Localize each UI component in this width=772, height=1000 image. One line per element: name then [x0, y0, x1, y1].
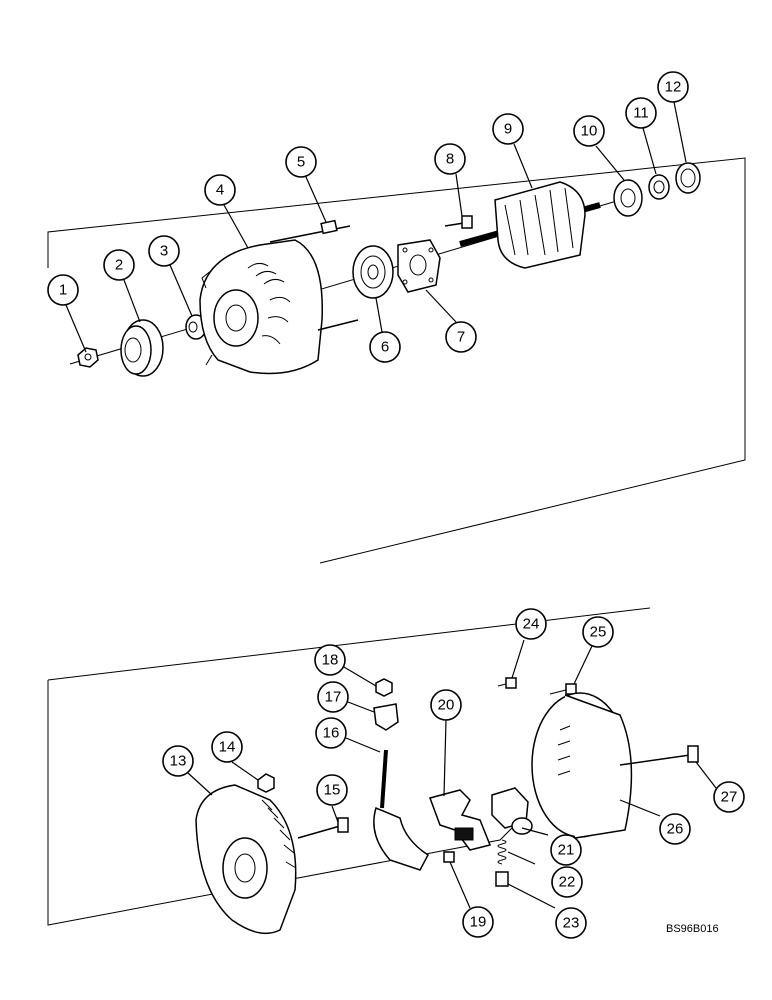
callout-3: 3	[148, 235, 180, 267]
svg-text:9: 9	[504, 121, 512, 138]
callout-14: 14	[211, 731, 243, 763]
rear-bearing-part	[613, 179, 643, 217]
callout-11: 11	[625, 97, 657, 129]
svg-text:6: 6	[381, 339, 389, 356]
callout-1: 1	[47, 274, 79, 306]
callout-15: 15	[316, 774, 348, 806]
svg-text:26: 26	[667, 821, 684, 838]
callout-2: 2	[103, 249, 135, 281]
callout-7: 7	[445, 321, 477, 353]
callout-8: 8	[434, 143, 466, 175]
svg-text:12: 12	[665, 79, 682, 96]
callout-6: 6	[369, 331, 401, 363]
callout-26: 26	[659, 813, 691, 845]
svg-text:4: 4	[216, 182, 224, 199]
stud-nut-part	[375, 678, 393, 697]
svg-text:10: 10	[581, 123, 598, 140]
svg-text:3: 3	[160, 243, 168, 260]
lower-panel-top-edge	[47, 607, 651, 681]
svg-text:25: 25	[590, 624, 607, 641]
terminal-nut-part	[257, 773, 275, 793]
callout-17: 17	[317, 681, 349, 713]
svg-text:1: 1	[59, 282, 67, 299]
svg-text:16: 16	[323, 725, 340, 742]
callout-16: 16	[315, 717, 347, 749]
svg-text:14: 14	[219, 739, 236, 756]
svg-text:27: 27	[721, 789, 738, 806]
insulator-part	[373, 703, 399, 731]
svg-text:22: 22	[559, 874, 576, 891]
through-bolt-part	[269, 219, 359, 331]
callout-18: 18	[314, 644, 346, 676]
callout-20: 20	[430, 689, 462, 721]
cover-bolt-part	[619, 745, 699, 766]
svg-text:17: 17	[325, 689, 342, 706]
screw-part	[444, 215, 473, 229]
figure-code: BS96B016	[666, 923, 719, 935]
callout-21: 21	[550, 834, 582, 866]
svg-text:21: 21	[558, 842, 575, 859]
end-frame-bolt-part	[297, 817, 349, 839]
callout-19: 19	[462, 906, 494, 938]
callout-10: 10	[573, 115, 605, 147]
terminal-stud-part	[380, 749, 388, 809]
callout-25: 25	[582, 616, 614, 648]
regulator-screw-part	[443, 851, 455, 863]
retainer-plate-part	[397, 239, 441, 293]
svg-text:15: 15	[324, 782, 341, 799]
svg-text:5: 5	[297, 154, 305, 171]
washer-part	[648, 174, 670, 200]
brush-holder-part	[491, 787, 533, 835]
svg-text:19: 19	[470, 914, 487, 931]
nut-part	[77, 347, 99, 368]
brush-holder-screw-part	[497, 677, 517, 689]
callout-9: 9	[492, 113, 524, 145]
callout-12: 12	[657, 71, 689, 103]
svg-text:13: 13	[170, 753, 187, 770]
svg-text:20: 20	[438, 697, 455, 714]
callout-23: 23	[555, 907, 587, 939]
svg-text:24: 24	[523, 616, 540, 633]
callout-22: 22	[551, 866, 583, 898]
callout-24: 24	[515, 608, 547, 640]
svg-text:11: 11	[633, 105, 649, 122]
svg-text:8: 8	[446, 151, 454, 168]
drive-end-frame-part	[199, 239, 324, 375]
svg-text:2: 2	[115, 257, 123, 274]
rectifier-end-frame-part	[195, 784, 297, 935]
rectifier-part	[373, 806, 429, 871]
svg-text:18: 18	[322, 652, 339, 669]
regulator-part	[429, 789, 492, 851]
upper-panel-frame	[47, 157, 746, 564]
bearing-part	[352, 245, 394, 299]
callout-13: 13	[162, 745, 194, 777]
callout-5: 5	[285, 146, 317, 178]
rear-cover-part	[531, 692, 633, 839]
svg-text:23: 23	[563, 915, 580, 932]
svg-text:7: 7	[457, 329, 465, 346]
rotor-part	[459, 181, 601, 269]
brush-part	[495, 871, 509, 887]
brush-spring-part	[497, 839, 507, 865]
cover-screw-part	[549, 683, 577, 695]
pulley-part	[120, 319, 164, 377]
callout-4: 4	[204, 174, 236, 206]
leader-lines	[65, 101, 717, 909]
bearing-cover-part	[675, 162, 701, 194]
callout-27: 27	[713, 781, 745, 813]
